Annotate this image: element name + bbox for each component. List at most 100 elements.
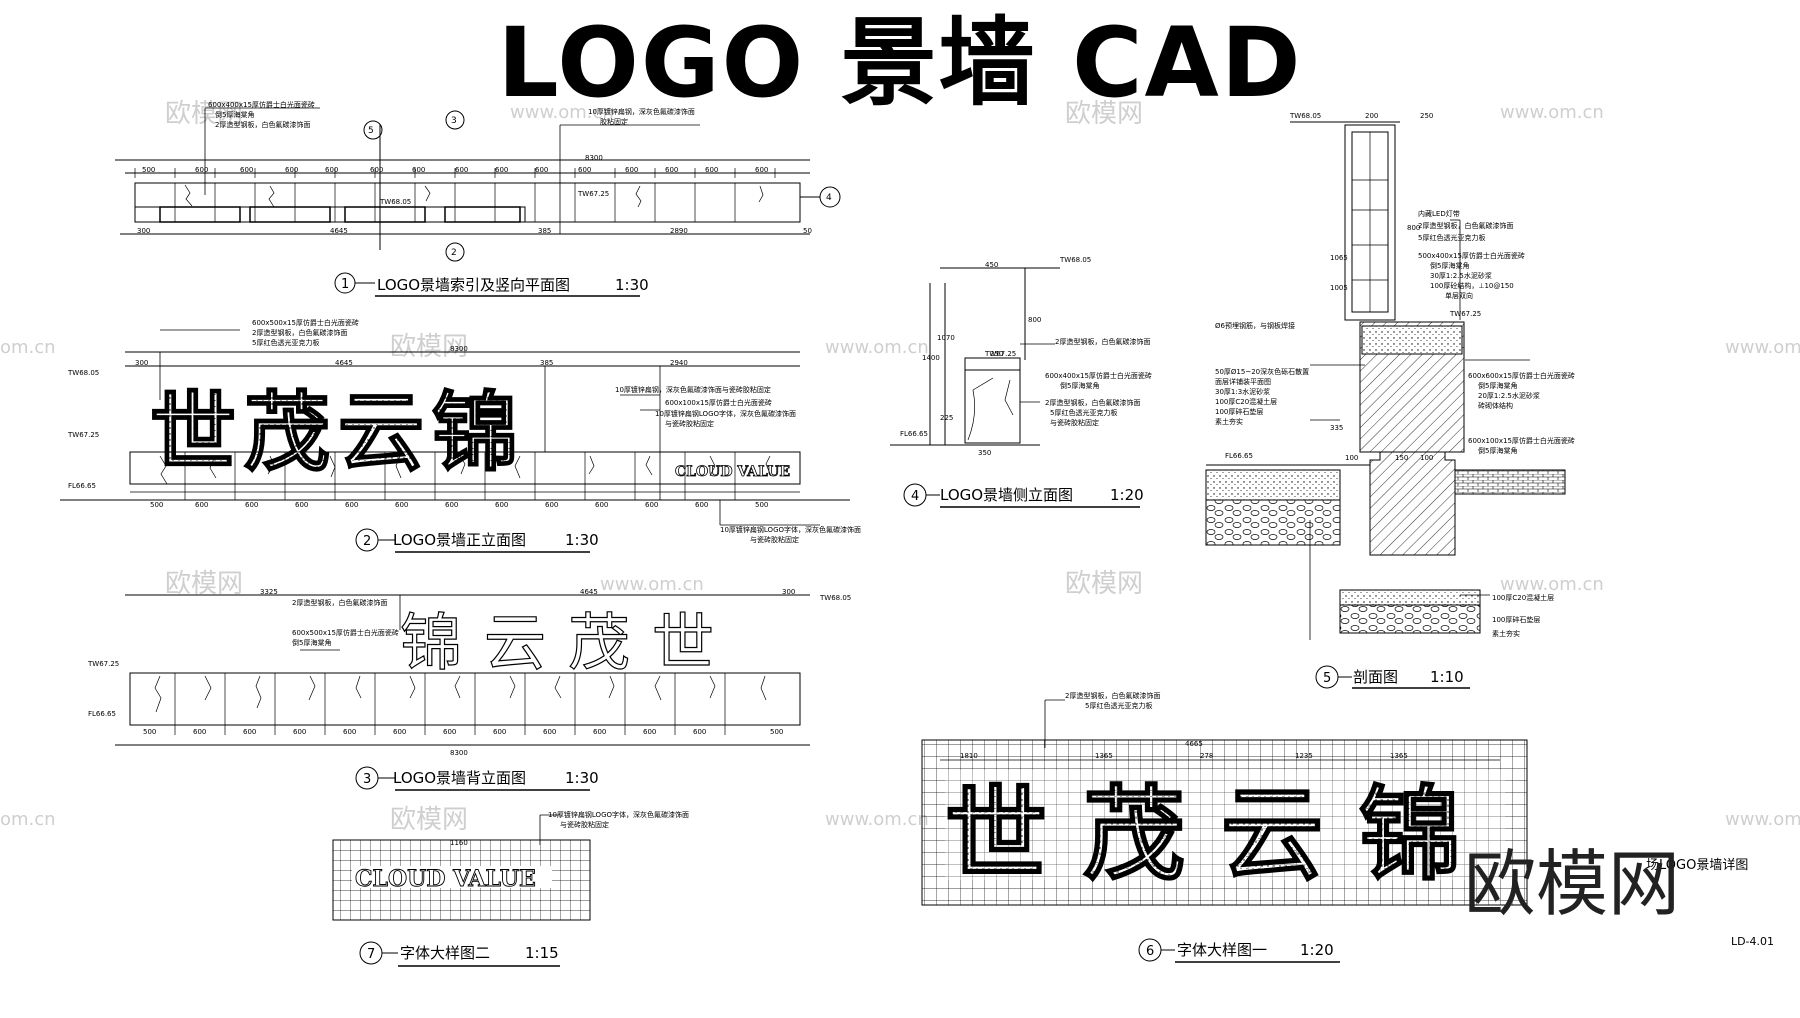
svg-text:FL66.65: FL66.65 (900, 430, 928, 438)
svg-text:5厚红色透光亚克力板: 5厚红色透光亚克力板 (1050, 408, 1117, 417)
view-scale-4: 1:20 (1110, 486, 1144, 504)
svg-text:TW67.25: TW67.25 (1449, 310, 1481, 318)
drawing-title: LOGO 景墙 CAD (497, 7, 1303, 119)
svg-text:600: 600 (370, 166, 383, 174)
svg-text:600: 600 (695, 501, 708, 509)
svg-text:5厚红色透光亚克力板: 5厚红色透光亚克力板 (1085, 701, 1152, 710)
svg-text:4: 4 (826, 193, 832, 203)
svg-text:FL66.65: FL66.65 (1225, 452, 1253, 460)
svg-text:Ø6预埋钢筋，与钢板焊接: Ø6预埋钢筋，与钢板焊接 (1215, 321, 1295, 330)
svg-text:600x600x15厚仿爵士白光面瓷砖: 600x600x15厚仿爵士白光面瓷砖 (1468, 371, 1575, 380)
view-3-brand-logo-mirrored: 锦云茂世 (399, 605, 714, 679)
watermark-url: www.om.cn (510, 102, 614, 123)
svg-text:600: 600 (495, 166, 508, 174)
view-scale-2: 1:30 (565, 531, 599, 549)
svg-text:600: 600 (240, 166, 253, 174)
svg-text:10厚镀锌扁钢，深灰色氟碳漆饰面: 10厚镀锌扁钢，深灰色氟碳漆饰面 (588, 107, 695, 116)
svg-text:600: 600 (755, 166, 768, 174)
watermark-url: www.om.cn (1725, 337, 1800, 358)
svg-text:倒5厚海棠角: 倒5厚海棠角 (215, 110, 254, 119)
svg-text:600: 600 (643, 728, 656, 736)
view-7-slogan: CLOUD VALUE (352, 866, 552, 892)
view-scale-5: 1:10 (1430, 668, 1464, 686)
view-4-labels: 450 TW68.05 800 1070 1400 250 350 225 TW… (900, 256, 1152, 457)
svg-text:500: 500 (755, 501, 768, 509)
svg-text:250: 250 (1420, 112, 1433, 120)
svg-text:600: 600 (343, 728, 356, 736)
svg-text:30厚1:3水泥砂浆: 30厚1:3水泥砂浆 (1215, 387, 1270, 396)
svg-text:385: 385 (540, 359, 553, 367)
svg-text:100厚碎石垫层: 100厚碎石垫层 (1215, 407, 1263, 416)
svg-text:200: 200 (1365, 112, 1378, 120)
svg-text:1235: 1235 (1295, 752, 1313, 760)
svg-text:倒5厚海棠角: 倒5厚海棠角 (292, 638, 331, 647)
svg-text:225: 225 (940, 414, 953, 422)
svg-text:与瓷砖胶粘固定: 与瓷砖胶粘固定 (750, 535, 799, 544)
view-7-caption: 7 字体大样图二 1:15 (367, 944, 559, 962)
svg-text:600: 600 (325, 166, 338, 174)
svg-text:砖砌体结构: 砖砌体结构 (1478, 401, 1513, 410)
svg-text:8300: 8300 (450, 345, 468, 353)
view-scale-7: 1:15 (525, 944, 559, 962)
svg-text:600: 600 (245, 501, 258, 509)
svg-text:350: 350 (978, 449, 991, 457)
view-2-brand-logo: 世茂云锦 CLOUD VALUE (149, 382, 790, 484)
svg-text:600x500x15厚仿爵士白光面瓷砖: 600x500x15厚仿爵士白光面瓷砖 (292, 628, 399, 637)
view-number-1: 1 (341, 277, 349, 292)
svg-text:2890: 2890 (670, 227, 688, 235)
svg-text:10厚镀锌扁钢，深灰色氟碳漆饰面与瓷砖胶粘固定: 10厚镀锌扁钢，深灰色氟碳漆饰面与瓷砖胶粘固定 (615, 385, 771, 394)
watermarks: 欧模网 www.om.cn 欧模网 www.om.cn om.cn 欧模网 ww… (0, 99, 1800, 835)
sheet-code: LD-4.01 (1730, 935, 1774, 948)
watermark-url: www.om.cn (825, 337, 929, 358)
slogan-text: CLOUD VALUE (675, 464, 790, 480)
svg-text:3325: 3325 (260, 588, 278, 596)
svg-text:600: 600 (665, 166, 678, 174)
svg-text:100厚碎石垫层: 100厚碎石垫层 (1492, 615, 1540, 624)
svg-text:5厚红色透光亚克力板: 5厚红色透光亚克力板 (252, 338, 319, 347)
svg-text:1160: 1160 (450, 839, 468, 847)
watermark-text: 欧模网 (165, 569, 243, 599)
svg-text:2厚造型钢板，白色氟碳漆饰面: 2厚造型钢板，白色氟碳漆饰面 (292, 598, 387, 607)
watermark-text: 欧模网 (165, 99, 243, 129)
watermark-url: www.om.cn (600, 574, 704, 595)
svg-text:1065: 1065 (1330, 254, 1348, 262)
svg-text:倒5厚海棠角: 倒5厚海棠角 (1060, 381, 1099, 390)
svg-text:600: 600 (193, 728, 206, 736)
view-number-4: 4 (911, 489, 919, 504)
svg-text:600: 600 (705, 166, 718, 174)
view-4-side-elevation (890, 267, 1140, 508)
svg-text:300: 300 (137, 227, 150, 235)
svg-text:600: 600 (593, 728, 606, 736)
svg-text:1810: 1810 (960, 752, 978, 760)
svg-text:250: 250 (990, 350, 1003, 358)
svg-text:2厚造型钢板，白色氟碳漆饰面: 2厚造型钢板，白色氟碳漆饰面 (1055, 337, 1150, 346)
view-3-caption: 3 LOGO景墙背立面图 1:30 (363, 769, 599, 787)
view-title-2: LOGO景墙正立面图 (393, 531, 526, 549)
svg-text:600: 600 (543, 728, 556, 736)
svg-text:2940: 2940 (670, 359, 688, 367)
svg-text:4645: 4645 (335, 359, 353, 367)
svg-text:600: 600 (625, 166, 638, 174)
view-2-labels: 8300 300 4645 385 2940 TW68.05 TW67.25 F… (67, 318, 861, 544)
svg-text:8300: 8300 (585, 154, 603, 162)
svg-text:150: 150 (1395, 454, 1408, 462)
view-scale-6: 1:20 (1300, 941, 1334, 959)
svg-text:TW68.05: TW68.05 (1289, 112, 1321, 120)
svg-text:面层详铺装平面图: 面层详铺装平面图 (1215, 377, 1271, 386)
slogan-detail-text: CLOUD VALUE (355, 866, 536, 892)
svg-text:800: 800 (1028, 316, 1041, 324)
svg-text:50厚Ø15~20深灰色砾石散置: 50厚Ø15~20深灰色砾石散置 (1215, 367, 1309, 376)
svg-text:100: 100 (1420, 454, 1433, 462)
view-title-3: LOGO景墙背立面图 (393, 769, 526, 787)
view-1-labels: 8300 500 600 600 600 600 600 600 600 600… (137, 100, 832, 258)
svg-text:600: 600 (578, 166, 591, 174)
svg-text:TW67.25: TW67.25 (87, 660, 119, 668)
svg-text:600: 600 (243, 728, 256, 736)
svg-text:600: 600 (693, 728, 706, 736)
svg-text:600: 600 (445, 501, 458, 509)
svg-text:2厚造型钢板，白色氟碳漆饰面: 2厚造型钢板，白色氟碳漆饰面 (252, 328, 347, 337)
watermark-short: om.cn (0, 809, 56, 830)
watermark-url: www.om.cn (1725, 809, 1800, 830)
view-5-caption: 5 剖面图 1:10 (1323, 668, 1464, 686)
svg-text:500: 500 (150, 501, 163, 509)
